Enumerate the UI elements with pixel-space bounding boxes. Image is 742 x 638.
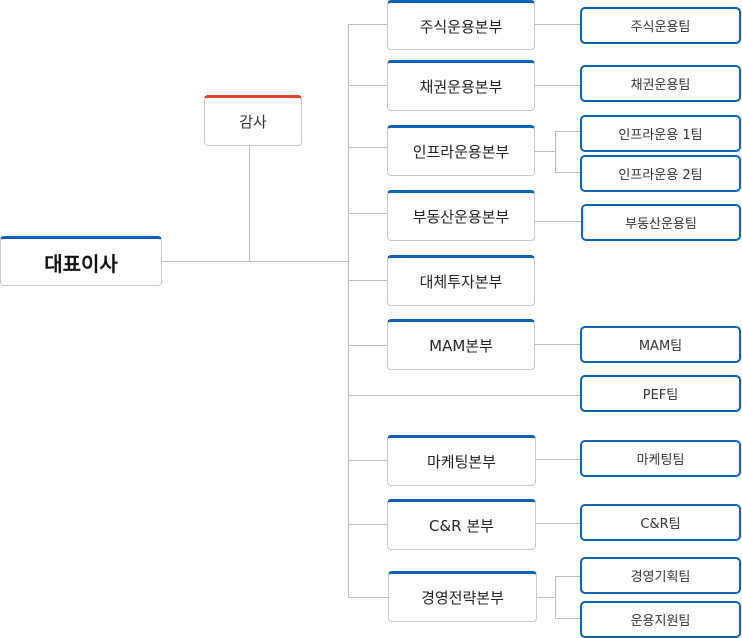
connector-team-3-branch [555,131,556,173]
team-label: MAM팀 [638,339,683,354]
team-node: MAM팀 [580,326,741,363]
connector-team-9b [555,618,581,619]
team-node: 경영기획팀 [580,557,741,594]
connector-team-6 [535,344,581,345]
division-node: 대체투자본부 [387,255,535,306]
division-node: 주식운용본부 [387,0,535,50]
division-label: MAM본부 [429,337,493,355]
team-node: 인프라운용 2팀 [580,155,741,192]
connector-team-8 [535,523,581,524]
team-label: 경영기획팀 [630,570,691,585]
team-label: C&R팀 [640,517,681,532]
connector-div-7 [348,460,388,461]
ceo-label: 대표이사 [44,251,118,276]
team-label: 채권운용팀 [630,78,691,93]
division-node: 인프라운용본부 [387,125,535,176]
team-label: 주식운용팀 [630,20,691,35]
connector-div-2 [348,85,388,86]
connector-audit [249,145,250,262]
connector-team-3a [555,131,581,132]
team-label: 운용지원팀 [630,614,691,629]
connector-team-3 [535,151,555,152]
connector-team-1 [535,24,581,25]
audit-node: 감사 [204,95,302,146]
division-label: 경영전략본부 [421,589,504,607]
division-node: 마케팅본부 [387,435,536,486]
team-node: C&R팀 [580,504,741,541]
connector-div-1 [348,24,388,25]
connector-team-9 [537,597,555,598]
division-label: C&R 본부 [429,517,494,535]
team-label: 부동산운용팀 [625,217,697,232]
team-node: PEF팀 [580,375,741,412]
team-node: 채권운용팀 [580,65,741,102]
team-label: PEF팀 [642,388,679,403]
division-node: MAM본부 [387,319,535,370]
division-label: 마케팅본부 [426,453,496,471]
connector-div-9 [348,597,388,598]
connector-div-8 [348,524,388,525]
division-node: 채권운용본부 [387,60,535,111]
ceo-node: 대표이사 [0,236,162,286]
team-label: 마케팅팀 [636,453,685,468]
connector-team-9-branch [555,576,556,618]
division-node: 부동산운용본부 [387,190,535,241]
connector-team-7 [535,459,581,460]
connector-vertical-trunk [348,24,349,598]
division-node: 경영전략본부 [388,571,537,622]
team-node: 인프라운용 1팀 [580,115,741,152]
team-node: 부동산운용팀 [581,204,741,241]
team-node: 주식운용팀 [580,7,741,44]
division-label: 인프라운용본부 [412,143,510,161]
connector-div-3 [348,147,388,148]
team-label: 인프라운용 2팀 [618,168,703,183]
connector-team-9a [555,576,581,577]
connector-team-2 [535,85,581,86]
division-label: 주식운용본부 [419,17,503,36]
team-label: 인프라운용 1팀 [618,128,703,143]
audit-label: 감사 [239,113,267,131]
division-label: 채권운용본부 [419,78,503,96]
connector-team-3b [555,172,581,173]
division-label: 부동산운용본부 [412,208,510,226]
connector-ceo-trunk [161,261,348,262]
connector-div-5 [348,280,388,281]
connector-div-6 [348,345,388,346]
team-node: 마케팅팀 [580,440,741,477]
connector-team-4 [535,221,582,222]
team-node: 운용지원팀 [580,601,741,638]
connector-div-4 [348,213,388,214]
connector-pef [348,395,581,396]
division-node: C&R 본부 [387,499,536,550]
division-label: 대체투자본부 [419,273,503,291]
